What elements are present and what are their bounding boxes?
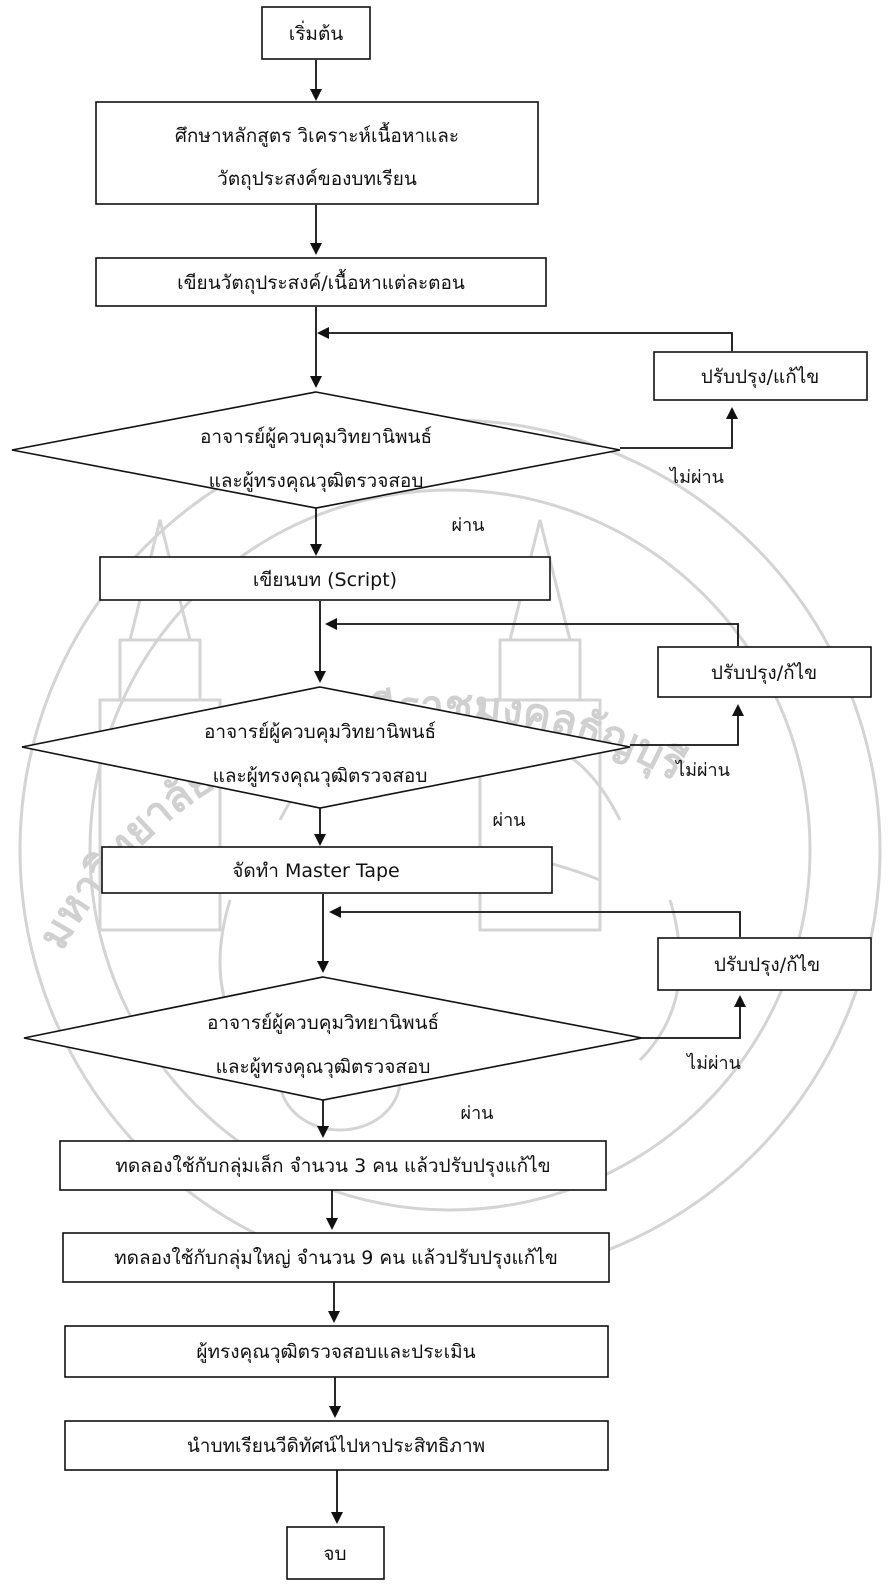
fix-node-3: ปรับปรุง/ก้ไข	[657, 937, 872, 991]
master-tape-node: จัดทำ Master Tape	[101, 846, 553, 894]
fix-3-label: ปรับปรุง/ก้ไข	[714, 954, 820, 977]
study-curriculum-line1: ศึกษาหลักสูตร วิเคราะห์เนื้อหาและ	[175, 122, 459, 147]
write-script-node: เขียนบท (Script)	[99, 556, 551, 601]
expert-evaluation-node: ผู้ทรงคุณวุฒิตรวจสอบและประเมิน	[64, 1325, 609, 1378]
review-2-line2: และผู้ทรงคุณวุฒิตรวจสอบ	[213, 765, 428, 788]
start-label: เริ่มต้น	[289, 20, 344, 45]
large-group-trial-label: ทดลองใช้กับกลุ่มใหญ่ จำนวน 9 คน แล้วปรับ…	[114, 1247, 558, 1270]
pass-label-1: ผ่าน	[452, 515, 485, 536]
end-label: จบ	[323, 1543, 346, 1565]
end-node: จบ	[286, 1526, 385, 1580]
small-group-trial-label: ทดลองใช้กับกลุ่มเล็ก จำนวน 3 คน แล้วปรับ…	[115, 1153, 550, 1178]
review-3-line1: อาจารย์ผู้ควบคุมวิทยานิพนธ์	[207, 1012, 439, 1035]
fail-label-2: ไม่ผ่าน	[674, 759, 730, 781]
write-objectives-node: เขียนวัตถุประสงค์/เนื้อหาแต่ละตอน	[95, 257, 547, 307]
fail-label-1: ไม่ผ่าน	[668, 466, 724, 488]
write-objectives-label: เขียนวัตถุประสงค์/เนื้อหาแต่ละตอน	[177, 269, 465, 295]
review-decision-2: อาจารย์ผู้ควบคุมวิทยานิพนธ์ และผู้ทรงคุณ…	[21, 686, 631, 809]
fix-2-label: ปรับปรุง/ก้ไข	[711, 662, 817, 685]
review-1-line1: อาจารย์ผู้ควบคุมวิทยานิพนธ์	[200, 426, 432, 449]
arrow-fix2-return	[325, 618, 739, 646]
review-2-line1: อาจารย์ผู้ควบคุมวิทยานิพนธ์	[204, 721, 436, 744]
write-script-label: เขียนบท (Script)	[253, 569, 397, 591]
arrow-review1-fail	[620, 407, 738, 449]
fix-node-2: ปรับปรุง/ก้ไข	[657, 646, 872, 698]
arrow-review3-fail	[642, 995, 746, 1039]
efficiency-label: นำบทเรียนวีดิทัศน์ไปหาประสิทธิภาพ	[187, 1435, 485, 1457]
large-group-trial-node: ทดลองใช้กับกลุ่มใหญ่ จำนวน 9 คน แล้วปรับ…	[62, 1232, 610, 1283]
review-decision-1: อาจารย์ผู้ควบคุมวิทยานิพนธ์ และผู้ทรงคุณ…	[11, 391, 621, 509]
study-curriculum-line2: วัตถุประสงค์ของบทเรียน	[217, 168, 417, 191]
study-curriculum-node: ศึกษาหลักสูตร วิเคราะห์เนื้อหาและ วัตถุป…	[95, 101, 539, 205]
efficiency-node: นำบทเรียนวีดิทัศน์ไปหาประสิทธิภาพ	[64, 1420, 609, 1471]
expert-evaluation-label: ผู้ทรงคุณวุฒิตรวจสอบและประเมิน	[196, 1341, 475, 1364]
pass-label-3: ผ่าน	[461, 1103, 494, 1124]
small-group-trial-node: ทดลองใช้กับกลุ่มเล็ก จำนวน 3 คน แล้วปรับ…	[59, 1140, 607, 1191]
review-3-line2: และผู้ทรงคุณวุฒิตรวจสอบ	[216, 1056, 431, 1079]
connectors	[310, 60, 746, 1524]
fix-node-1: ปรับปรุง/แก้ไข	[653, 351, 868, 401]
fix-1-label: ปรับปรุง/แก้ไข	[701, 366, 820, 389]
seal-inner-ring	[88, 488, 812, 1212]
arrow-review2-fail	[630, 704, 744, 746]
arrow-fix3-return	[329, 906, 741, 937]
pass-label-2: ผ่าน	[493, 810, 526, 831]
start-node: เริ่มต้น	[261, 6, 371, 60]
fail-label-3: ไม่ผ่าน	[685, 1052, 741, 1074]
arrow-fix1-return	[317, 327, 733, 351]
review-1-line2: และผู้ทรงคุณวุฒิตรวจสอบ	[209, 470, 424, 493]
review-decision-3: อาจารย์ผู้ควบคุมวิทยานิพนธ์ และผู้ทรงคุณ…	[23, 976, 643, 1101]
master-tape-label: จัดทำ Master Tape	[232, 860, 399, 882]
